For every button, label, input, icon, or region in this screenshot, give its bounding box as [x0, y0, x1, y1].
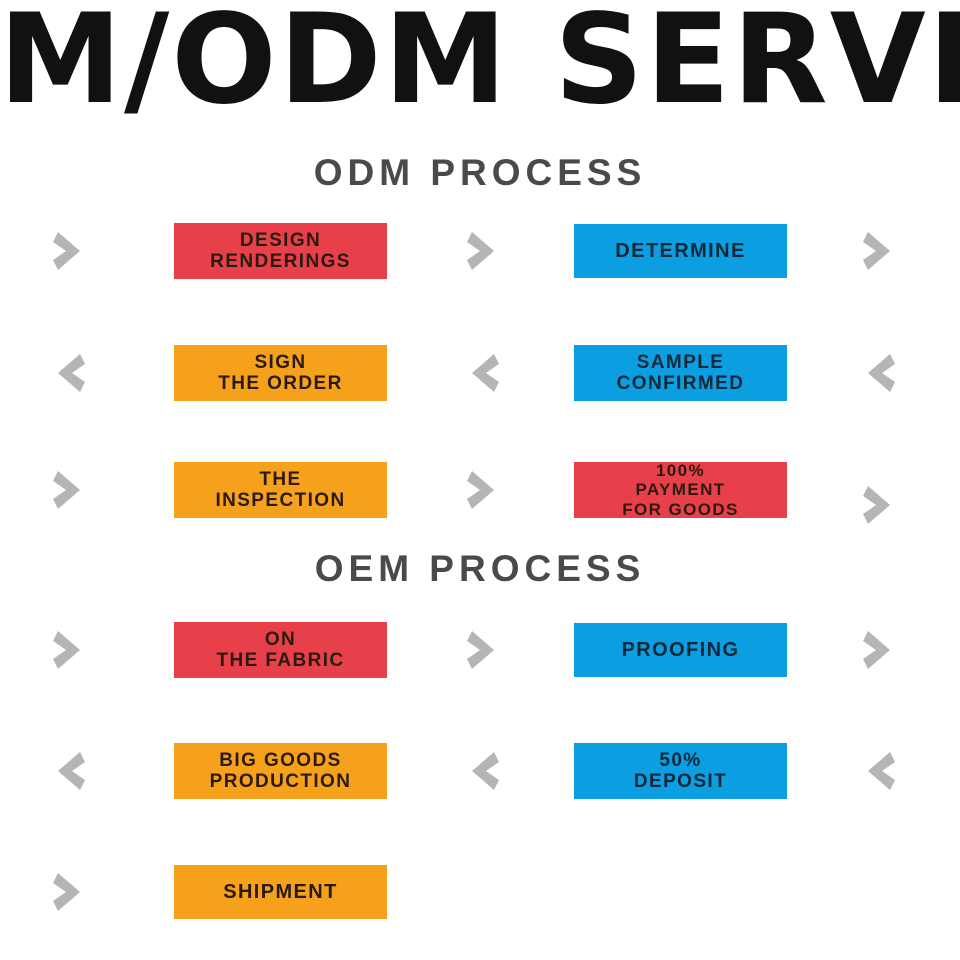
process-box-big-goods-production[interactable]: BIG GOODS PRODUCTION — [174, 743, 387, 799]
box-line: THE FABRIC — [216, 650, 345, 671]
process-box-shipment[interactable]: SHIPMENT — [174, 865, 387, 919]
box-line: PRODUCTION — [209, 771, 352, 792]
box-line: THE ORDER — [218, 373, 343, 394]
process-box-design-renderings[interactable]: DESIGN RENDERINGS — [174, 223, 387, 279]
box-line: CONFIRMED — [616, 373, 745, 394]
chevron-right-icon — [466, 468, 500, 512]
process-row-odm-1: DESIGN RENDERINGS DETERMINE — [0, 210, 960, 292]
process-box-the-inspection[interactable]: THE INSPECTION — [174, 462, 387, 518]
box-line: INSPECTION — [215, 490, 346, 511]
chevron-left-icon — [466, 749, 500, 793]
box-line: SHIPMENT — [223, 880, 338, 903]
chevron-left-icon — [52, 351, 86, 395]
process-box-100-percent-payment-for-goods[interactable]: 100% PAYMENT FOR GOODS — [574, 461, 787, 519]
chevron-left-icon — [466, 351, 500, 395]
title-banner: OEM/ODM SERVICE — [0, 0, 960, 136]
process-box-on-the-fabric[interactable]: ON THE FABRIC — [174, 622, 387, 678]
box-line: FOR GOODS — [622, 499, 739, 519]
box-line: PAYMENT — [635, 480, 726, 500]
box-line: 100% — [655, 461, 706, 481]
process-row-oem-1: ON THE FABRIC PROOFING — [0, 609, 960, 691]
box-line: BIG GOODS — [219, 749, 342, 771]
chevron-right-icon — [466, 628, 500, 672]
box-line: 50% — [659, 749, 702, 771]
process-box-sample-confirmed[interactable]: SAMPLE CONFIRMED — [574, 345, 787, 401]
chevron-right-icon — [862, 229, 896, 273]
box-line: RENDERINGS — [210, 251, 351, 272]
chevron-right-icon — [52, 628, 86, 672]
chevron-left-icon — [862, 749, 896, 793]
section-heading-oem: OEM PROCESS — [314, 548, 646, 589]
box-line: THE — [259, 468, 302, 490]
page-title: OEM/ODM SERVICE — [0, 0, 960, 132]
box-line: DETERMINE — [615, 239, 746, 262]
box-line: DEPOSIT — [633, 771, 728, 792]
process-row-odm-3: THE INSPECTION 100% PAYMENT FOR GOODS — [0, 449, 960, 531]
process-box-proofing[interactable]: PROOFING — [574, 623, 787, 677]
box-line: SIGN — [254, 351, 307, 373]
box-line: PROOFING — [621, 638, 740, 661]
chevron-right-icon — [52, 870, 86, 914]
chevron-right-icon — [862, 628, 896, 672]
box-line: DESIGN — [239, 229, 322, 251]
section-heading-odm: ODM PROCESS — [313, 152, 647, 193]
process-box-determine[interactable]: DETERMINE — [574, 224, 787, 278]
process-row-oem-2: BIG GOODS PRODUCTION 50% DEPOSIT — [0, 730, 960, 812]
chevron-right-icon — [52, 468, 86, 512]
box-line: SAMPLE — [636, 351, 725, 373]
chevron-right-icon — [466, 229, 500, 273]
chevron-right-icon — [862, 483, 896, 527]
chevron-left-icon — [52, 749, 86, 793]
process-box-50-percent-deposit[interactable]: 50% DEPOSIT — [574, 743, 787, 799]
process-row-oem-3: SHIPMENT — [0, 851, 960, 933]
process-box-sign-the-order[interactable]: SIGN THE ORDER — [174, 345, 387, 401]
process-row-odm-2: SIGN THE ORDER SAMPLE CONFIRMED — [0, 332, 960, 414]
box-line: ON — [264, 628, 297, 650]
chevron-left-icon — [862, 351, 896, 395]
chevron-right-icon — [52, 229, 86, 273]
